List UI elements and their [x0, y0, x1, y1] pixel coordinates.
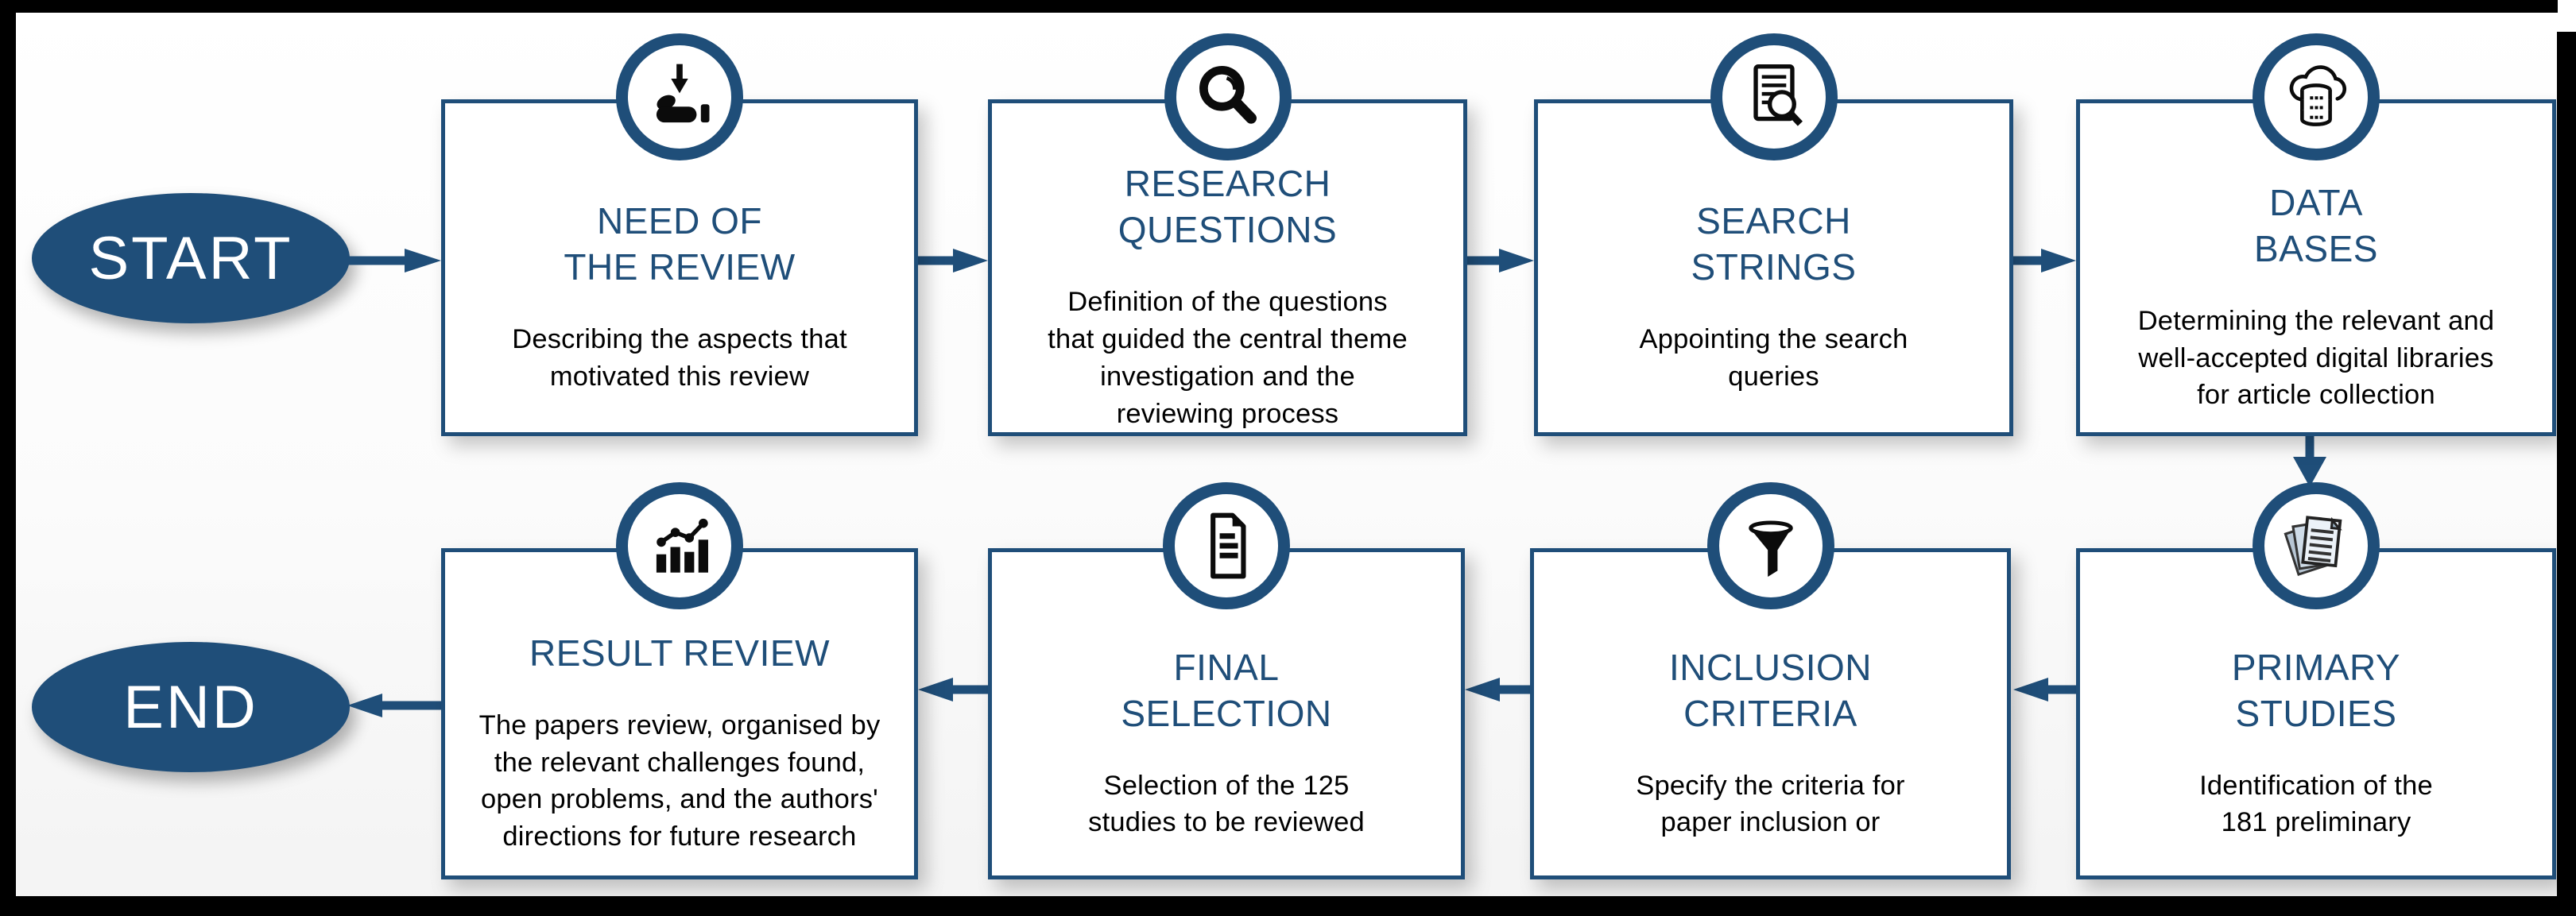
- arrow-inclusion-to-final-selection: [1465, 678, 1530, 701]
- step-title: INCLUSION CRITERIA: [1669, 646, 1872, 734]
- result-review-badge: [616, 482, 743, 609]
- step-description: Definition of the questions that guided …: [1048, 287, 1408, 429]
- step-title: SEARCH STRINGS: [1691, 200, 1857, 288]
- arrow-final-to-result-review: [918, 678, 988, 701]
- funnel-icon: [1748, 520, 1793, 578]
- need-of-the-review-badge: [616, 33, 743, 160]
- frame-left-bar: [0, 0, 16, 916]
- step-description: Specify the criteria for paper inclusion…: [1636, 770, 1905, 838]
- arrow-research-to-search-strings: [1467, 249, 1534, 272]
- magnifier-icon: [1199, 65, 1257, 124]
- step-title: PRIMARY STUDIES: [2231, 646, 2401, 734]
- arrow-need-to-research-questions: [918, 249, 988, 272]
- arrow-primary-to-inclusion-criteria: [2013, 678, 2076, 701]
- step-inclusion-criteria: INCLUSION CRITERIA Specify the criteria …: [1530, 482, 2011, 879]
- search-strings-badge: [1710, 33, 1838, 160]
- bar-chart-icon: [656, 518, 708, 573]
- frame-bottom-bar: [0, 896, 2576, 916]
- step-description: Determining the relevant and well-accept…: [2137, 305, 2495, 411]
- step-research-questions: RESEARCH QUESTIONS Definition of the que…: [988, 33, 1467, 436]
- step-primary-studies: PRIMARY STUDIES Identification of the 18…: [2076, 482, 2556, 879]
- step-title: RESULT REVIEW: [529, 632, 830, 674]
- step-description: The papers review, organised by the rele…: [478, 709, 881, 852]
- document-search-icon: [1753, 64, 1803, 126]
- arrow-search-to-data-bases: [2005, 249, 2076, 272]
- end-label: END: [123, 673, 258, 741]
- final-selection-badge: [1163, 482, 1290, 609]
- arrow-result-review-to-end: [347, 694, 441, 717]
- step-title: NEED OF THE REVIEW: [564, 200, 796, 288]
- research-questions-badge: [1164, 33, 1292, 160]
- step-description: Appointing the search queries: [1639, 324, 1908, 392]
- step-title: FINAL SELECTION: [1121, 646, 1332, 734]
- primary-studies-badge: [2253, 482, 2380, 609]
- frame-right-bar: [2557, 32, 2576, 916]
- step-description: Identification of the 181 preliminary: [2199, 770, 2433, 838]
- step-title: DATA BASES: [2254, 181, 2378, 269]
- end-node: END: [32, 642, 350, 772]
- cloud-database-icon: [2289, 65, 2347, 126]
- step-search-strings: SEARCH STRINGS Appointing the search que…: [1534, 33, 2013, 436]
- step-data-bases: DATA BASES Determining the relevant and …: [2076, 33, 2556, 436]
- data-bases-badge: [2253, 33, 2380, 160]
- start-label: START: [88, 224, 293, 292]
- step-final-selection: FINAL SELECTION Selection of the 125 stu…: [988, 482, 1465, 879]
- start-node: START: [32, 193, 350, 323]
- hand-receive-icon: [656, 64, 710, 123]
- step-description: Selection of the 125 studies to be revie…: [1088, 770, 1365, 838]
- step-description: Describing the aspects that motivated th…: [512, 324, 847, 392]
- frame-top-bar: [0, 0, 2558, 13]
- arrow-data-bases-to-primary-studies: [2293, 435, 2326, 487]
- arrow-start-to-need-of-review: [343, 249, 441, 272]
- papers-stack-icon: [2284, 516, 2342, 576]
- document-icon: [1211, 512, 1246, 579]
- step-need-of-the-review: NEED OF THE REVIEW Describing the aspect…: [441, 33, 918, 436]
- step-result-review: RESULT REVIEW The papers review, organis…: [441, 482, 918, 879]
- step-title: RESEARCH QUESTIONS: [1118, 163, 1338, 251]
- inclusion-criteria-badge: [1706, 482, 1834, 609]
